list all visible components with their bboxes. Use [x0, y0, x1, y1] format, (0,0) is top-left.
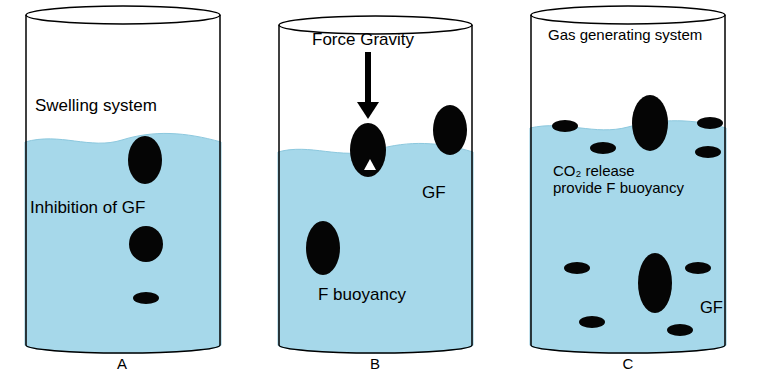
beaker-text: Gas generating system — [548, 26, 702, 43]
beaker-base — [26, 345, 220, 353]
tablet — [128, 136, 162, 184]
beaker: Swelling systemInhibition of GF — [25, 5, 221, 353]
tablet — [632, 95, 668, 151]
bubble — [667, 324, 693, 336]
beaker-text: GF — [700, 298, 723, 317]
water — [530, 121, 726, 353]
beaker-rim — [26, 6, 220, 24]
gravity-arrow — [365, 52, 371, 104]
tablets — [128, 95, 723, 336]
beaker-wall — [25, 15, 27, 345]
bubble — [590, 142, 616, 154]
beaker-wall — [724, 15, 726, 345]
beaker-text: F buoyancy — [318, 285, 406, 305]
panel-letter: A — [102, 355, 142, 372]
water — [25, 121, 726, 353]
tablet — [306, 221, 340, 275]
beaker-outline — [25, 5, 221, 353]
beaker: Force GravityGF F buoyancy — [278, 15, 473, 353]
bubble — [685, 262, 711, 274]
beaker-wall — [219, 15, 221, 345]
bubble — [697, 117, 723, 129]
beaker-text: Force Gravity — [312, 30, 414, 50]
beaker-text: Inhibition of GF — [30, 198, 145, 218]
water — [278, 143, 473, 353]
beaker-base — [531, 345, 725, 353]
tablet — [129, 226, 163, 262]
bubble — [564, 262, 590, 274]
gravity-arrow — [357, 52, 379, 119]
beaker: Gas generating systemCO₂ release provide… — [530, 5, 726, 353]
tablet — [638, 253, 672, 313]
beaker-wall — [530, 15, 532, 345]
bubble — [695, 146, 721, 158]
tablet — [133, 292, 159, 304]
beaker-text: Swelling system — [35, 96, 157, 116]
tablet — [350, 123, 386, 177]
panel-letter: B — [355, 355, 395, 372]
panel-letter: C — [608, 355, 648, 372]
beaker-text: GF — [422, 183, 446, 203]
water — [25, 133, 221, 353]
beaker-wall — [471, 25, 473, 345]
buoyancy-triangle — [364, 159, 376, 170]
bubble — [552, 120, 578, 132]
beaker-rim — [531, 6, 725, 24]
tablet — [433, 105, 467, 155]
beaker-wall — [278, 25, 280, 345]
gravity-arrow — [357, 102, 379, 119]
beaker-base — [279, 345, 472, 353]
bubble — [579, 316, 605, 328]
beaker-text: CO₂ release provide F buoyancy — [553, 162, 687, 197]
